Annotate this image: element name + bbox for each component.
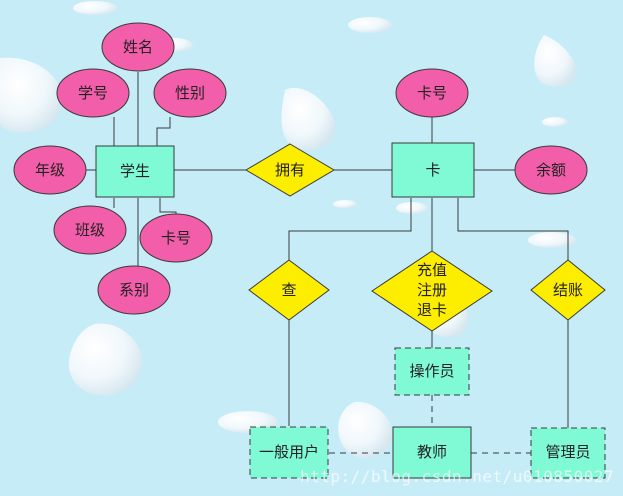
svg-text:卡: 卡 xyxy=(425,161,440,179)
attribute-balance: 余额 xyxy=(514,145,588,195)
svg-text:班级: 班级 xyxy=(75,221,105,239)
watermark-text: http://blog.csdn.net/u010850027 xyxy=(300,467,614,486)
svg-text:查: 查 xyxy=(281,281,296,299)
svg-text:余额: 余额 xyxy=(536,161,566,179)
entity-admin: 管理员 xyxy=(530,427,606,479)
svg-text:一般用户: 一般用户 xyxy=(259,443,319,461)
attribute-card-no: 卡号 xyxy=(395,68,469,118)
svg-text:年级: 年级 xyxy=(35,161,65,179)
entity-student: 学生 xyxy=(95,145,175,198)
svg-text:结账: 结账 xyxy=(553,281,583,299)
svg-text:学号: 学号 xyxy=(78,84,108,102)
attribute-department: 系别 xyxy=(97,265,171,315)
attribute-student-id: 学号 xyxy=(56,68,130,118)
relation-own: 拥有 xyxy=(245,143,335,197)
attribute-class: 班级 xyxy=(53,205,127,255)
attribute-name: 姓名 xyxy=(101,22,175,72)
svg-text:拥有: 拥有 xyxy=(275,161,305,179)
svg-text:姓名: 姓名 xyxy=(123,38,153,56)
relation-checkout: 结账 xyxy=(530,259,606,321)
connector-lines xyxy=(80,72,569,428)
svg-text:学生: 学生 xyxy=(120,162,150,180)
attribute-student-card-no: 卡号 xyxy=(139,213,213,263)
relation-return-card-label: 退卡 xyxy=(417,301,447,319)
attribute-gender: 性别 xyxy=(153,68,227,118)
svg-text:教师: 教师 xyxy=(417,443,447,461)
relation-query: 查 xyxy=(248,259,330,321)
dashed-connector-lines xyxy=(329,395,531,454)
svg-text:卡号: 卡号 xyxy=(417,84,447,102)
entity-operator: 操作员 xyxy=(394,347,470,396)
entity-teacher: 教师 xyxy=(392,426,472,479)
svg-text:卡号: 卡号 xyxy=(161,229,191,247)
relation-register-label: 注册 xyxy=(417,281,447,299)
svg-text:系别: 系别 xyxy=(119,281,149,299)
svg-text:性别: 性别 xyxy=(175,84,205,102)
entity-general-user: 一般用户 xyxy=(249,426,329,479)
relation-recharge-label: 充值 xyxy=(417,261,447,279)
attribute-grade: 年级 xyxy=(13,145,87,195)
svg-text:操作员: 操作员 xyxy=(409,362,454,380)
relation-recharge-register-return: 充值 注册 退卡 xyxy=(371,250,493,332)
entity-card: 卡 xyxy=(391,142,475,198)
svg-text:管理员: 管理员 xyxy=(545,443,590,461)
